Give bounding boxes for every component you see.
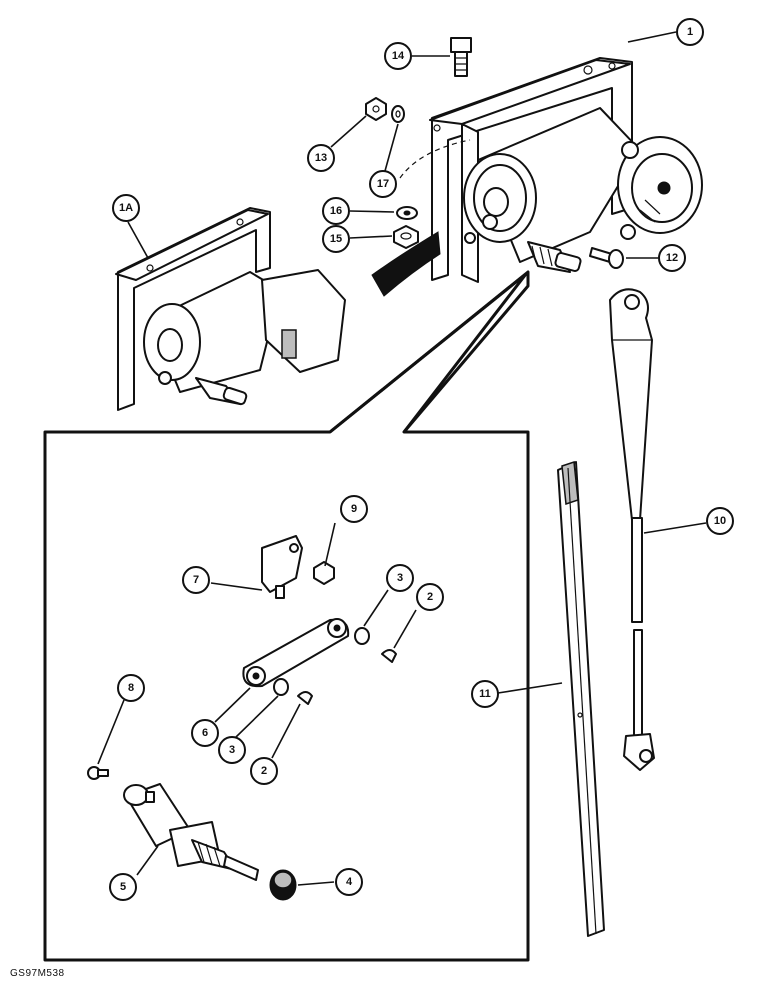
callout-11: 11 — [471, 680, 499, 708]
svg-text:7: 7 — [193, 574, 199, 586]
callout-1: 1 — [676, 18, 704, 46]
svg-text:4: 4 — [346, 876, 353, 888]
leader-lines — [97, 31, 707, 886]
wiper-blade — [557, 460, 605, 937]
transition-arrow — [371, 231, 441, 297]
svg-text:9: 9 — [351, 503, 357, 515]
callout-3a: 3 — [386, 564, 414, 592]
svg-text:13: 13 — [315, 152, 327, 164]
callout-2a: 2 — [416, 583, 444, 611]
svg-text:16: 16 — [330, 205, 342, 217]
callout-5: 5 — [109, 873, 137, 901]
svg-text:2: 2 — [261, 765, 267, 777]
callout-7: 7 — [182, 566, 210, 594]
svg-text:1: 1 — [687, 26, 693, 38]
callout-2b: 2 — [250, 757, 278, 785]
callout-4: 4 — [335, 868, 363, 896]
callout-3b: 3 — [218, 736, 246, 764]
svg-text:14: 14 — [392, 50, 405, 62]
svg-text:3: 3 — [397, 572, 403, 584]
svg-text:5: 5 — [120, 881, 126, 893]
svg-text:17: 17 — [377, 178, 389, 190]
svg-text:6: 6 — [202, 727, 208, 739]
hardware — [365, 37, 624, 269]
svg-text:12: 12 — [666, 252, 678, 264]
callout-12: 12 — [658, 244, 686, 272]
svg-text:11: 11 — [479, 688, 491, 700]
svg-text:2: 2 — [427, 591, 433, 603]
callout-17: 17 — [369, 170, 397, 198]
svg-text:10: 10 — [714, 515, 726, 527]
svg-text:3: 3 — [229, 744, 235, 756]
callout-8: 8 — [117, 674, 145, 702]
callout-13: 13 — [307, 144, 335, 172]
callout-14: 14 — [384, 42, 412, 70]
callout-10: 10 — [706, 507, 734, 535]
figure-code: GS97M538 — [10, 968, 65, 979]
callout-15: 15 — [322, 225, 350, 253]
callout-6: 6 — [191, 719, 219, 747]
svg-text:1A: 1A — [119, 202, 133, 214]
svg-text:15: 15 — [330, 233, 342, 245]
callout-16: 16 — [322, 197, 350, 225]
wiper-arm — [609, 288, 655, 771]
svg-text:8: 8 — [128, 682, 134, 694]
alternate-wiper-motor — [115, 207, 346, 411]
wiper-motor-assembly — [429, 57, 703, 283]
callout-9: 9 — [340, 495, 368, 523]
callout-1a: 1A — [112, 194, 140, 222]
detail-inset — [43, 270, 530, 962]
